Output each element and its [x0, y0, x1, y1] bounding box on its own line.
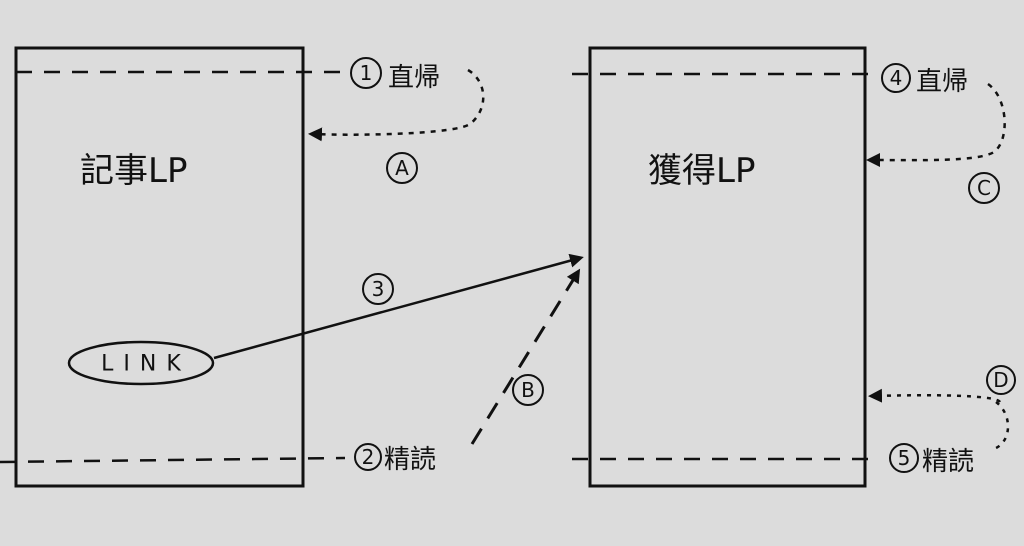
marker-2-circle [354, 443, 382, 471]
left-bottom-dashed-line [0, 456, 346, 464]
return-arrow-d-tail [995, 401, 1010, 450]
return-arrow-c [866, 82, 1006, 168]
marker-2-label: 精読 [384, 445, 436, 475]
link-arrow-3 [213, 253, 584, 360]
marker-4-label: 直帰 [916, 67, 968, 97]
marker-2-number: 2 [362, 445, 375, 469]
marker-c-circle [968, 172, 1000, 204]
link-label: LINK [101, 352, 191, 377]
marker-3-number: 3 [372, 277, 385, 301]
marker-4-circle [881, 63, 911, 93]
marker-4-number: 4 [890, 66, 903, 90]
marker-5-number: 5 [898, 446, 911, 470]
marker-b-circle [512, 374, 544, 406]
marker-b-letter: B [521, 378, 535, 402]
marker-d-letter: D [993, 368, 1008, 392]
return-arrow-a [308, 68, 485, 142]
marker-a-letter: A [395, 156, 409, 180]
article-lp-box [14, 46, 305, 488]
marker-1-circle [350, 57, 382, 89]
marker-a-circle [386, 152, 418, 184]
marker-1-number: 1 [360, 61, 373, 85]
marker-3-circle [362, 273, 394, 305]
acquisition-lp-title: 獲得LP [648, 151, 755, 191]
marker-c-letter: C [977, 176, 991, 200]
marker-1-label: 直帰 [388, 63, 440, 93]
transition-arrow-b [470, 268, 581, 445]
marker-d-circle [986, 365, 1016, 395]
return-arrow-d [868, 388, 1002, 403]
marker-5-label: 精読 [922, 447, 974, 477]
marker-5-circle [889, 443, 919, 473]
link-ellipse [67, 340, 215, 386]
acquisition-lp-box [588, 46, 867, 488]
article-lp-title: 記事LP [80, 151, 187, 191]
